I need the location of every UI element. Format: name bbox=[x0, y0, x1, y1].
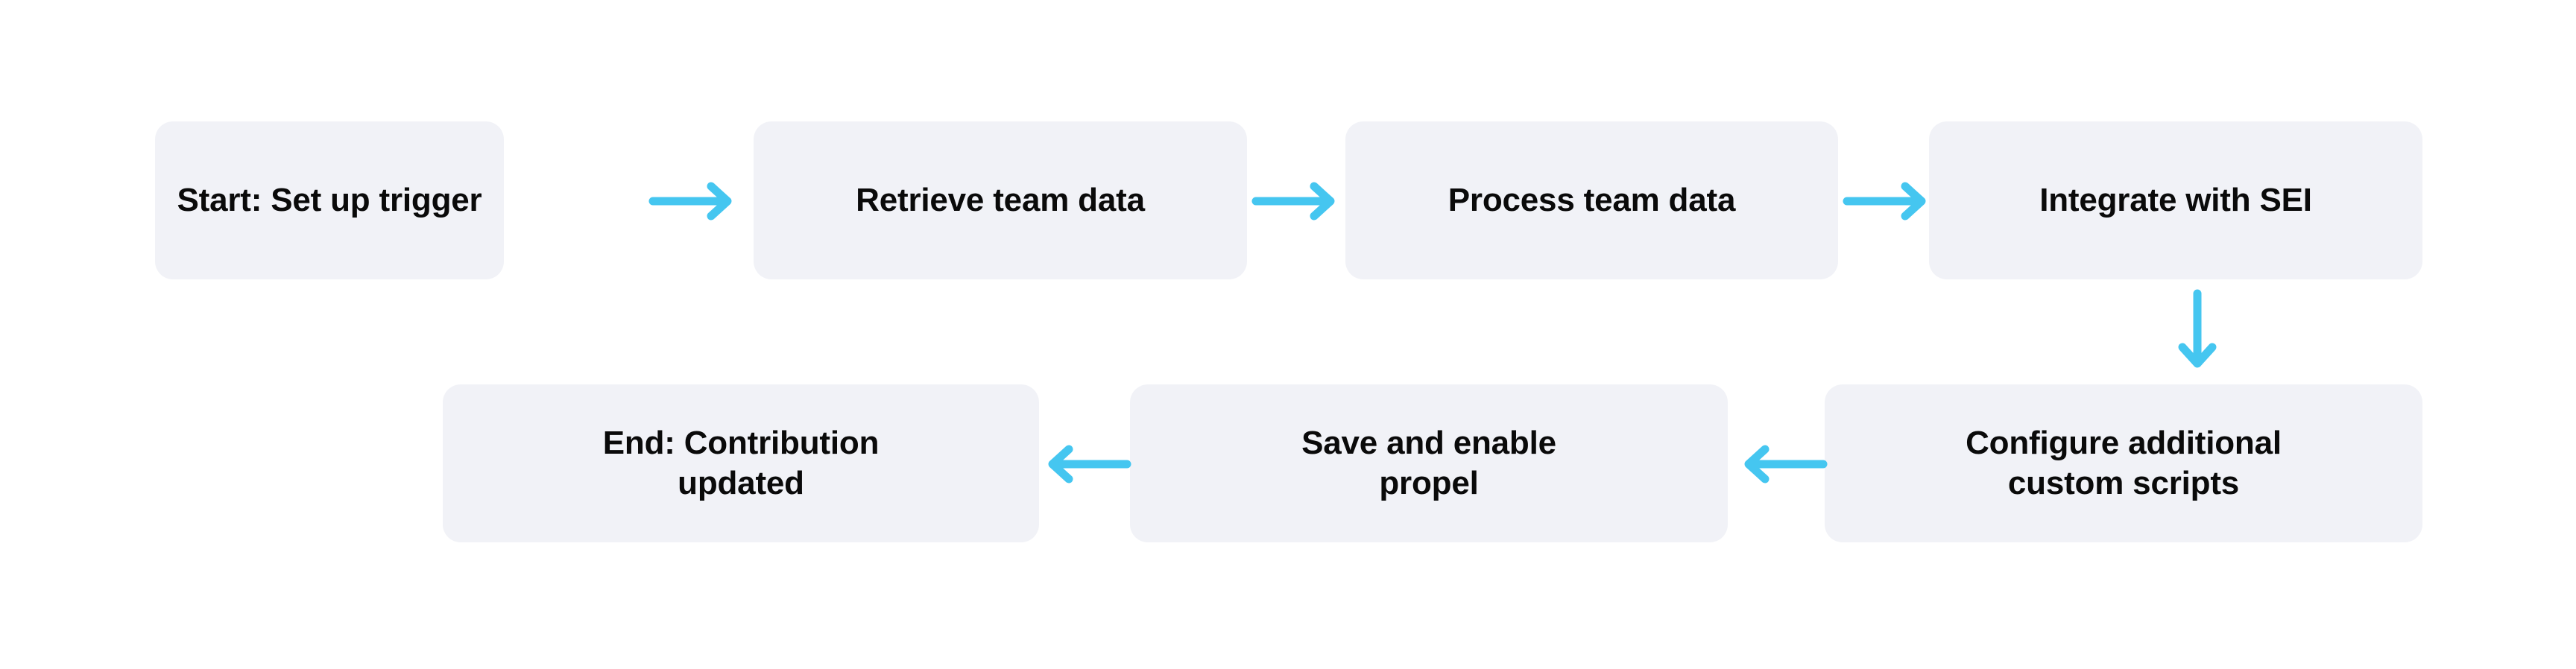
arrow-left-icon bbox=[1735, 442, 1828, 486]
flow-node-end-contribution-updated[interactable]: End: Contribution updated bbox=[443, 384, 1039, 542]
flow-node-process-team-data-label: Process team data bbox=[1448, 182, 1736, 219]
flow-node-start-label: Start: Set up trigger bbox=[177, 182, 482, 219]
flow-node-process-team-data[interactable]: Process team data bbox=[1345, 121, 1838, 279]
arrow-down-icon bbox=[2175, 289, 2220, 375]
flow-node-start[interactable]: Start: Set up trigger bbox=[155, 121, 504, 279]
flow-node-save-and-enable-propel-label: Save and enable propel bbox=[1301, 425, 1556, 501]
arrow-right-icon bbox=[1843, 179, 1935, 223]
flow-node-retrieve-team-data[interactable]: Retrieve team data bbox=[754, 121, 1247, 279]
arrow-right-icon bbox=[648, 179, 741, 223]
arrow-right-icon bbox=[1251, 179, 1344, 223]
flow-node-retrieve-team-data-label: Retrieve team data bbox=[856, 182, 1145, 219]
flow-node-integrate-with-sei[interactable]: Integrate with SEI bbox=[1929, 121, 2422, 279]
flow-node-configure-custom-scripts-label: Configure additional custom scripts bbox=[1966, 425, 2282, 501]
flow-node-end-contribution-updated-label: End: Contribution updated bbox=[602, 425, 880, 501]
flow-node-configure-custom-scripts[interactable]: Configure additional custom scripts bbox=[1825, 384, 2422, 542]
flow-node-integrate-with-sei-label: Integrate with SEI bbox=[2039, 182, 2312, 219]
arrow-left-icon bbox=[1039, 442, 1131, 486]
flow-node-save-and-enable-propel[interactable]: Save and enable propel bbox=[1130, 384, 1728, 542]
